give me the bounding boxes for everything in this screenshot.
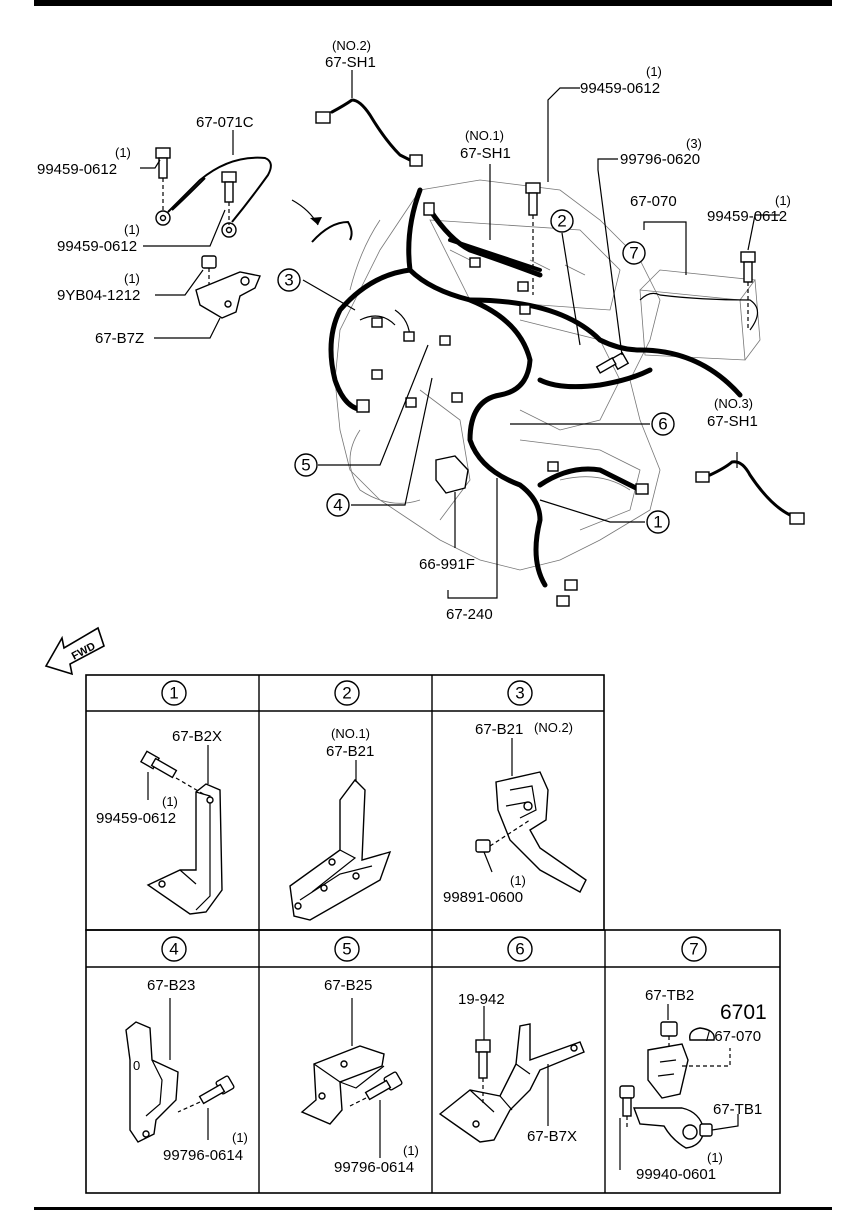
bolt-left-mid-part: 99459-0612 [57,238,137,255]
callout-1: 1 [653,513,662,532]
callout-6: 6 [658,415,667,434]
bolt-top-icon [525,182,541,295]
cell-7-qty: (1) [707,1150,723,1165]
bolt-left-top-qty: (1) [115,145,131,160]
connector-66-label: 66-991F [419,556,475,573]
cell-2-bracket: (NO.1) 67-B21 [289,726,392,921]
bolt-left-mid-icon [221,171,237,225]
cell-5-bolt: 99796-0614 [334,1159,414,1176]
cell-7-terminals: 67-TB2 6701 / 67-070 67-TB1 (1) 99940-06… [619,987,767,1183]
cell-4-mark: 0 [133,1058,140,1073]
connectors [356,202,649,607]
cell-5-qty: (1) [403,1143,419,1158]
cell-7-terminal-top: 67-TB2 [645,987,694,1004]
cell-7-terminal-bottom: 67-TB1 [713,1101,762,1118]
table-header-6: 6 [515,940,524,959]
main-harness [328,187,759,588]
bottom-border [34,1207,832,1210]
sub-harness-no2 [315,98,423,167]
cell-7-nut: 99940-0601 [636,1166,716,1183]
callout-5: 5 [301,456,310,475]
table-header-5: 5 [342,940,351,959]
cell-4-bolt: 99796-0614 [163,1147,243,1164]
sh1-no3-note: (NO.3) [714,396,753,411]
callout-7: 7 [629,244,638,263]
bolt-left-top-icon [155,147,171,212]
sub-harness-no3 [695,460,805,525]
cell-4-bracket: 0 67-B23 (1) 99796-0614 [125,977,248,1164]
bolt-right-part: 99459-0612 [707,208,787,225]
battery-cable-label: 67-070 [630,193,677,210]
battery [639,269,761,361]
cell-4-qty: (1) [232,1130,248,1145]
cell-3-bracket: 67-B21 (NO.2) (1) 99891-0600 [443,720,587,906]
bolt-0620-qty: (3) [686,136,702,151]
cell-5-bracket: 67-B25 (1) 99796-0614 [300,977,419,1176]
cell-1-part: 67-B2X [172,728,222,745]
bolt-right-icon [740,251,756,330]
bolt-top-qty: (1) [646,64,662,79]
nut-9yb-icon [201,255,217,290]
bolts [155,147,756,374]
sh1-no2-part: 67-SH1 [325,54,376,71]
cell-7-ref-big: 6701 [720,1001,767,1024]
bolt-right-qty: (1) [775,193,791,208]
ground-cable-label: 67-071C [196,114,254,131]
bolt-left-mid-qty: (1) [124,222,140,237]
cell-3-note: (NO.2) [534,720,573,735]
nut-9yb-qty: (1) [124,271,140,286]
cell-3-qty: (1) [510,873,526,888]
side-harness-icon [311,220,353,243]
cell-6-bracket: 19-942 67-B7X [438,991,585,1145]
callout-2: 2 [557,212,566,231]
table-header-2: 2 [342,684,351,703]
table-header-7: 7 [689,940,698,959]
callout-4: 4 [333,496,342,515]
arrowhead-icon [310,217,322,225]
sh1-no3-part: 67-SH1 [707,413,758,430]
bracket-b7z-icon [195,271,261,319]
sh1-no1-note: (NO.1) [465,128,504,143]
detail-table: 1 2 3 4 5 6 7 [85,674,781,1194]
cell-1-bolt: 99459-0612 [96,810,176,827]
cell-1-qty: (1) [162,794,178,809]
table-header-4: 4 [169,940,178,959]
cell-7-ref-small: / 67-070 [706,1028,761,1045]
main-harness-label: 67-240 [446,606,493,623]
sh1-no1-part: 67-SH1 [460,145,511,162]
nut-9yb-part: 9YB04-1212 [57,287,140,304]
leader-lines [140,70,780,599]
cell-5-part: 67-B25 [324,977,372,994]
cell-4-part: 67-B23 [147,977,195,994]
bolt-top-part: 99459-0612 [580,80,660,97]
bolt-0620-part: 99796-0620 [620,151,700,168]
fwd-arrow: FWD [44,626,105,676]
sub-harness-no1 [448,238,542,272]
callouts: 2 3 7 6 5 4 1 [277,209,675,534]
cell-1-bracket: 67-B2X (1) 99459-0612 [96,728,223,915]
table-header-1: 1 [169,684,178,703]
cell-3-nut: 99891-0600 [443,889,523,906]
cell-6-bolt: 19-942 [458,991,505,1008]
callout-3: 3 [284,271,293,290]
cell-6-part: 67-B7X [527,1128,577,1145]
bolt-left-top-part: 99459-0612 [37,161,117,178]
cell-3-part: 67-B21 [475,721,523,738]
bolt-99796-0620-icon [595,351,630,374]
table-header-3: 3 [515,684,524,703]
main-labels: (NO.2) 67-SH1 (1) 99459-0612 67-071C (NO… [37,38,791,623]
cell-2-part: 67-B21 [326,743,374,760]
cell-2-note: (NO.1) [331,726,370,741]
sh1-no2-note: (NO.2) [332,38,371,53]
ground-cable [155,156,272,238]
top-border [34,0,832,6]
bracket-b7z-label: 67-B7Z [95,330,144,347]
